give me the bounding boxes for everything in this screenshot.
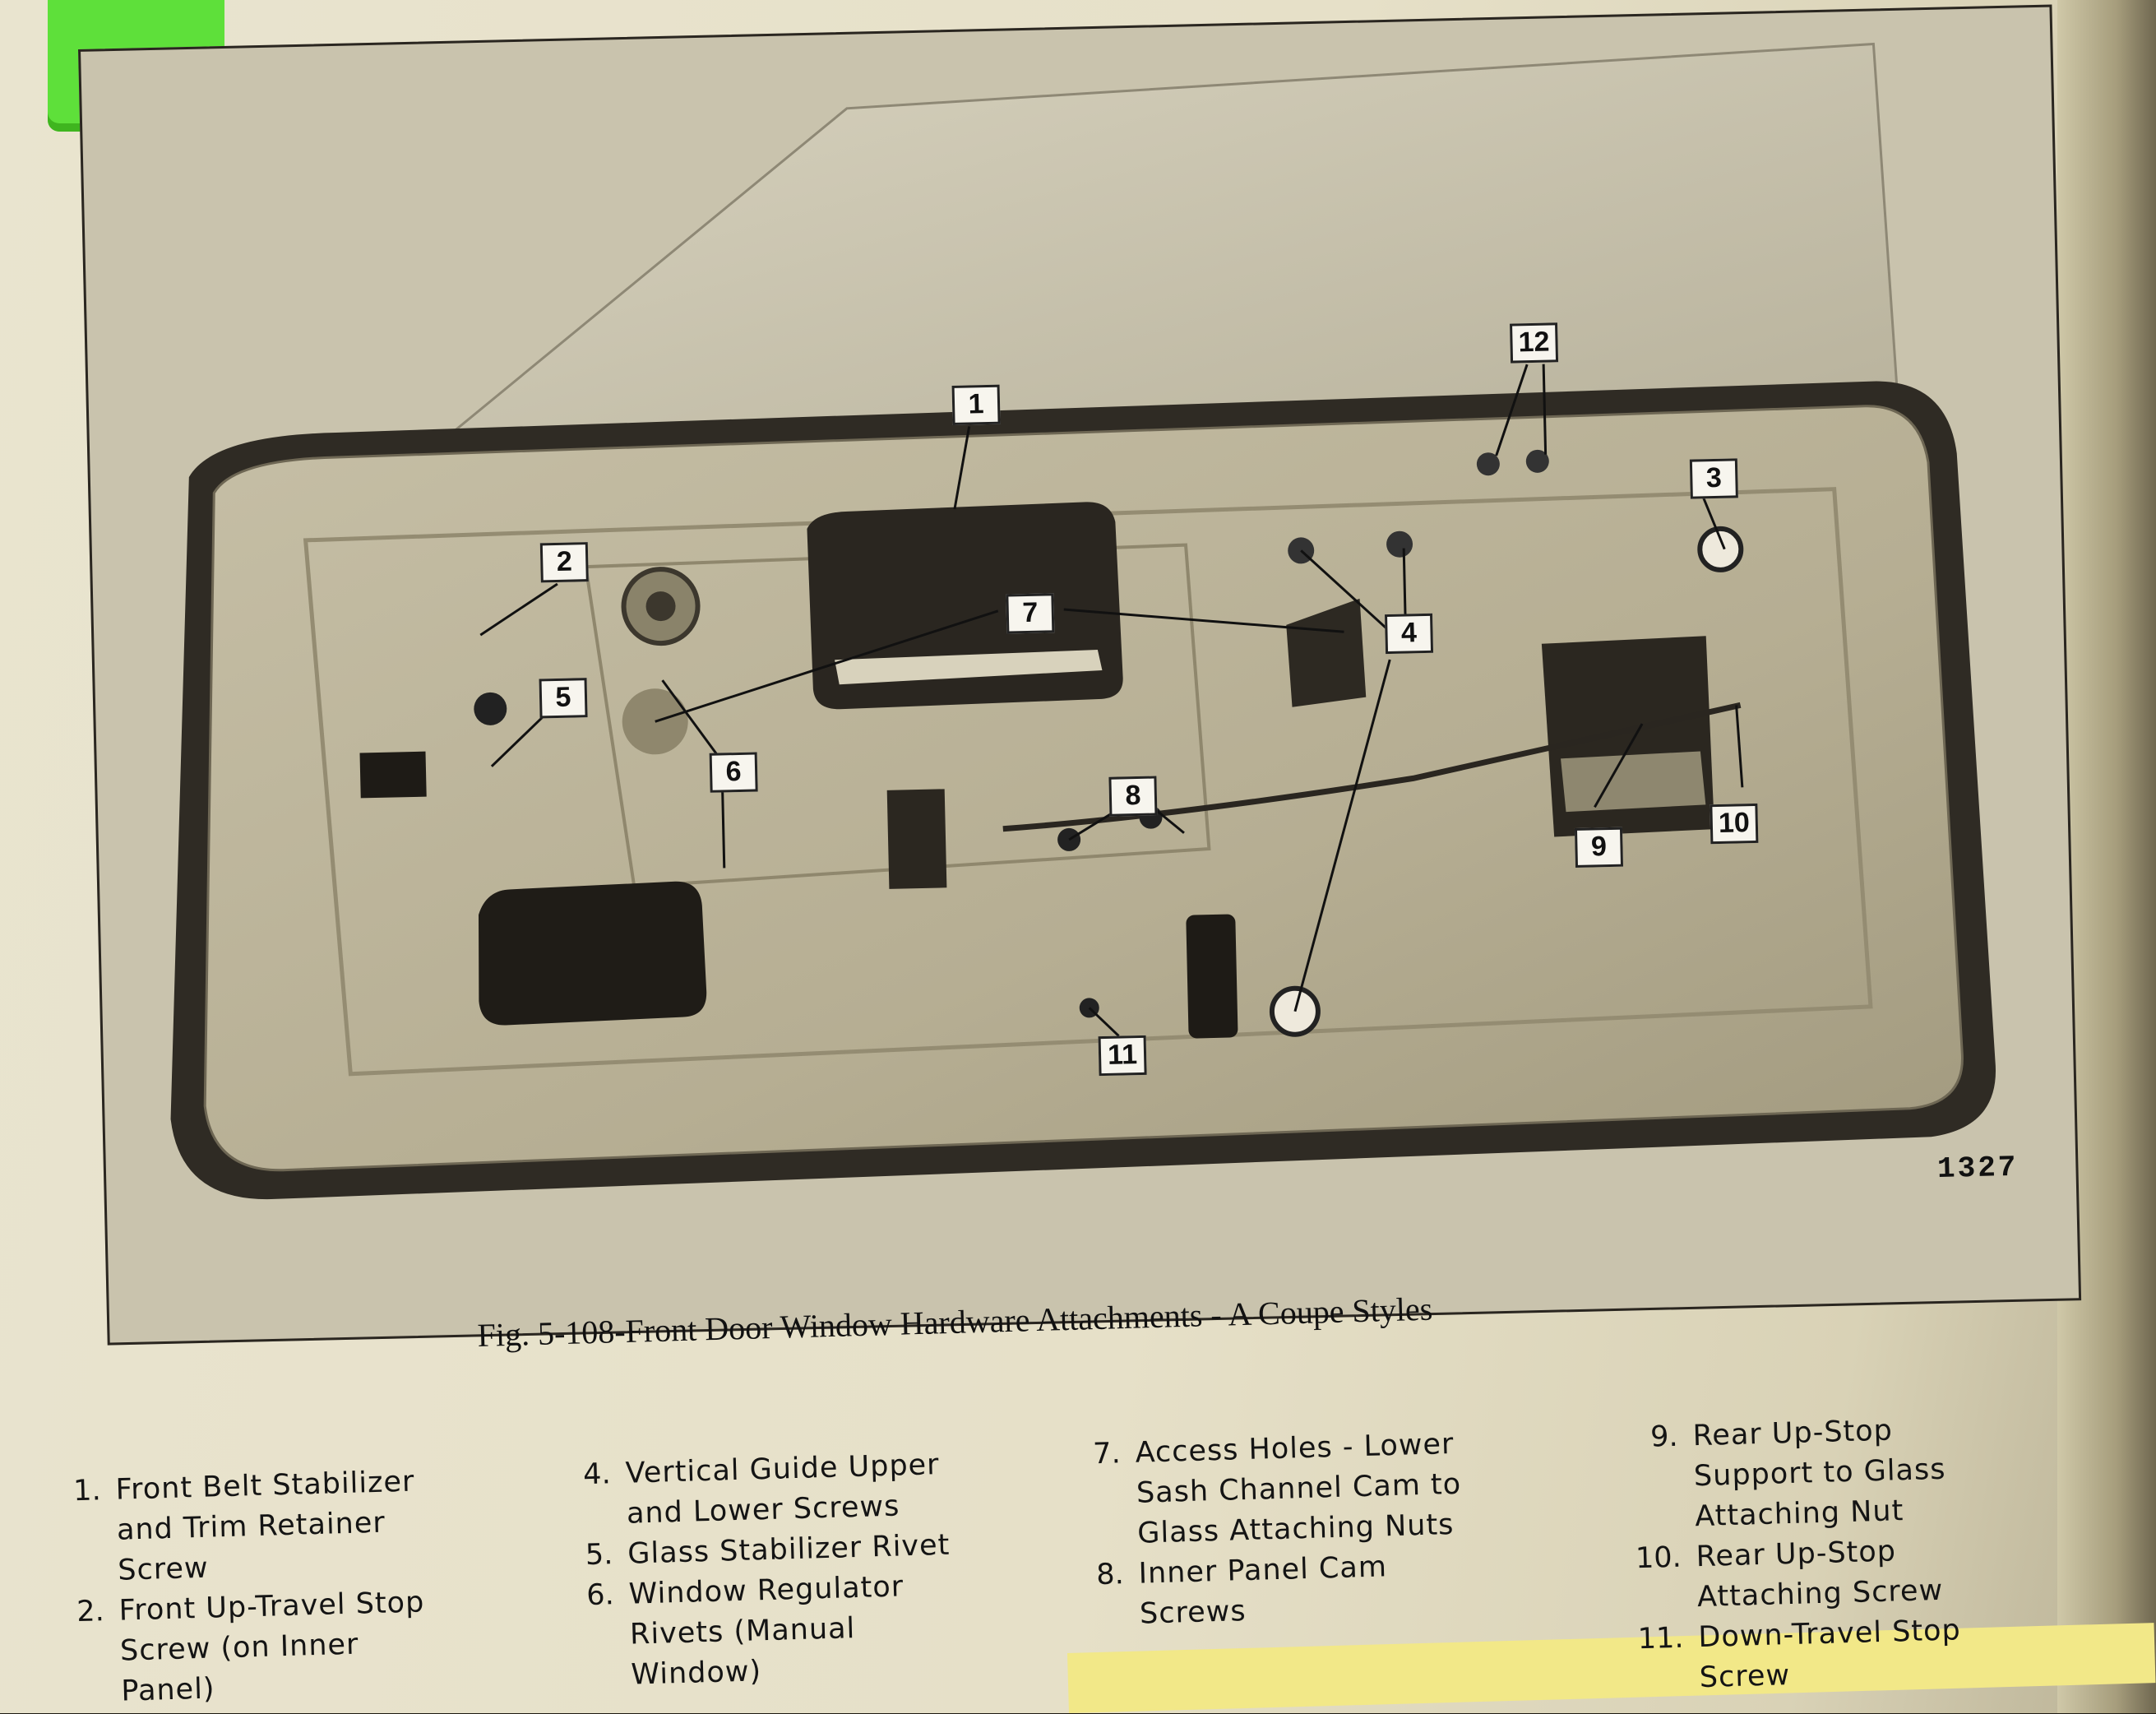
callout-7: 7 <box>1006 593 1055 634</box>
callout-10: 10 <box>1710 803 1759 845</box>
legend-number: 4. <box>582 1457 612 1492</box>
legend-text: Access Holes - Lower Sash Channel Cam to… <box>1135 1427 1462 1550</box>
legend-number: 11. <box>1637 1621 1685 1656</box>
legend-number: 8. <box>1095 1558 1125 1592</box>
callout-3: 3 <box>1689 458 1738 499</box>
legend-text: Down-Travel Stop Screw <box>1697 1614 1962 1695</box>
legend-column-4: 9. Rear Up-Stop Support to Glass Attachi… <box>1612 1406 2080 1701</box>
legend-text: Rear Up-Stop Support to Glass Attaching … <box>1692 1414 1946 1534</box>
legend-text: Window Regulator Rivets (Manual Window) <box>628 1570 905 1692</box>
page-edge <box>2057 0 2156 1713</box>
access-hole-lower-left <box>478 881 707 1026</box>
callout-11: 11 <box>1098 1035 1147 1077</box>
legend-number: 1. <box>72 1474 102 1508</box>
door-photo-illustration <box>170 42 1996 1200</box>
legend-item: 9. Rear Up-Stop Support to Glass Attachi… <box>1612 1406 2075 1540</box>
legend-number: 5. <box>585 1538 613 1573</box>
legend-text: Rear Up-Stop Attaching Screw <box>1696 1535 1944 1614</box>
callout-2: 2 <box>539 542 589 583</box>
callout-6: 6 <box>709 752 758 793</box>
legend-column-3: 7. Access Holes - Lower Sash Channel Cam… <box>1069 1422 1535 1637</box>
callout-12: 12 <box>1510 322 1559 364</box>
door-figure: 1 2 3 4 5 6 7 8 9 10 11 12 1327 <box>78 4 2082 1346</box>
legend-item: 1. Front Belt Stabilizer and Trim Retain… <box>49 1459 513 1593</box>
legend-text: Vertical Guide Upper and Lower Screws <box>625 1448 941 1531</box>
callout-8: 8 <box>1108 776 1158 817</box>
legend-column-2: 4. Vertical Guide Upper and Lower Screws… <box>559 1443 1026 1698</box>
callout-5: 5 <box>539 678 588 719</box>
callout-9: 9 <box>1574 827 1624 868</box>
legend-item: 10. Rear Up-Stop Attaching Screw <box>1615 1526 2078 1620</box>
legend-number: 10. <box>1635 1540 1682 1576</box>
legend-number: 6. <box>585 1578 615 1613</box>
legend-text: Inner Panel Cam Screws <box>1138 1550 1388 1631</box>
window-glass <box>431 42 1899 448</box>
legend-text: Front Belt Stabilizer and Trim Retainer … <box>115 1465 415 1587</box>
legend-number: 9. <box>1649 1420 1679 1454</box>
legend-item: 7. Access Holes - Lower Sash Channel Cam… <box>1069 1422 1533 1556</box>
legend-item: 2. Front Up-Travel Stop Screw (on Inner … <box>53 1580 516 1714</box>
legend-text: Front Up-Travel Stop Screw (on Inner Pan… <box>118 1586 425 1708</box>
callout-1: 1 <box>951 384 1001 425</box>
figure-number: 1327 <box>1936 1150 2019 1187</box>
legend-number: 2. <box>76 1595 105 1629</box>
legend-item: 6. Window Regulator Rivets (Manual Windo… <box>562 1563 1026 1698</box>
legend-column-1: 1. Front Belt Stabilizer and Trim Retain… <box>49 1459 516 1714</box>
legend-item: 11. Down-Travel Stop Screw <box>1617 1607 2080 1701</box>
legend-item: 4. Vertical Guide Upper and Lower Screws <box>559 1443 1022 1536</box>
legend-number: 7. <box>1092 1437 1122 1471</box>
legend-item: 8. Inner Panel Cam Screws <box>1072 1543 1535 1637</box>
callout-4: 4 <box>1384 613 1434 655</box>
